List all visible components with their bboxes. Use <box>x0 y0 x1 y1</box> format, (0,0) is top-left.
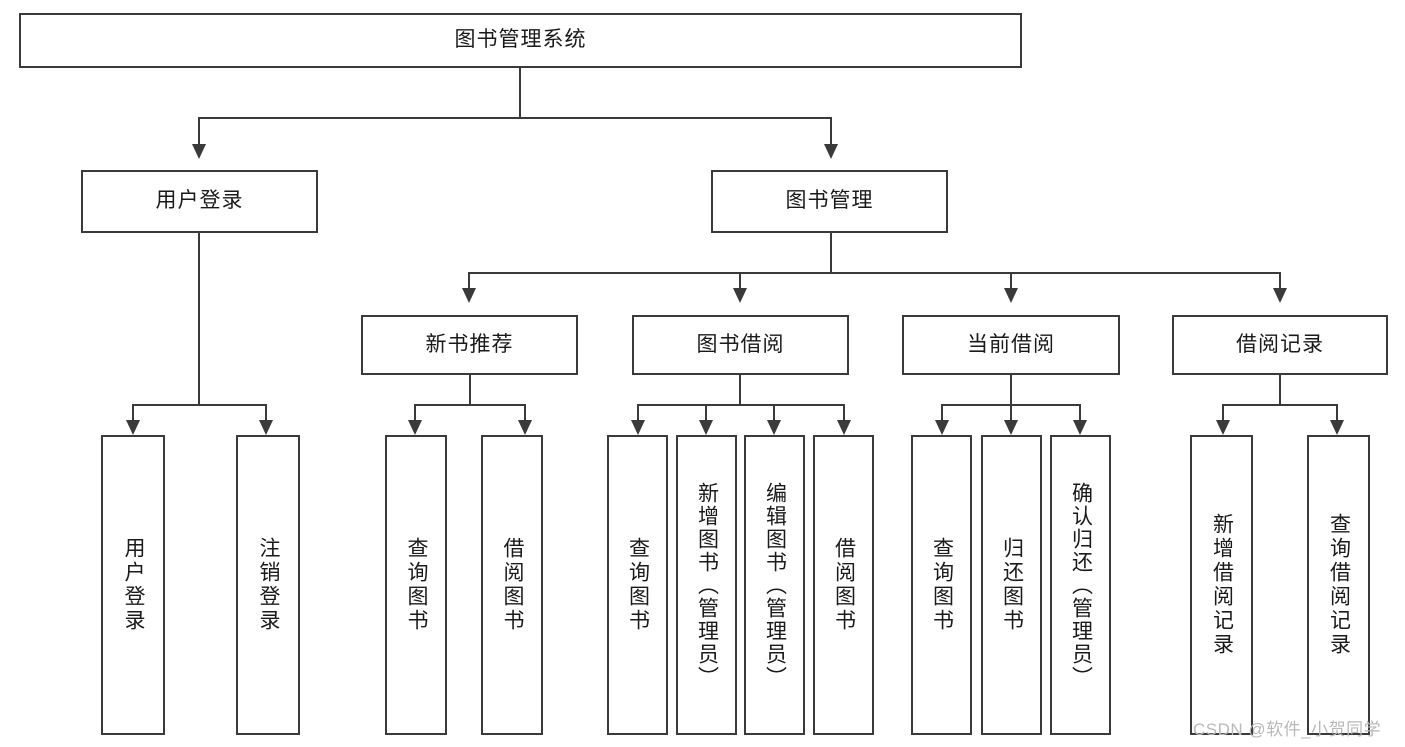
node-new-book-recommend[interactable]: 新书推荐 <box>361 315 578 375</box>
connector-new-book-leaf2 <box>524 404 526 422</box>
arrowhead-leaf-query-book-2 <box>631 420 645 435</box>
leaf-add-borrow-record[interactable]: 新增借阅记录 <box>1190 435 1253 735</box>
arrowhead-user-login <box>192 144 206 159</box>
leaf-label: 借阅图书 <box>832 537 856 633</box>
connector-current-borrow-leaf3 <box>1079 404 1081 422</box>
leaf-add-book-admin[interactable]: 新增图书（管理员） <box>676 435 737 735</box>
arrowhead-leaf-query-book-3 <box>935 420 949 435</box>
leaf-label: 查询借阅记录 <box>1327 513 1351 657</box>
arrowhead-leaf-edit-book <box>767 420 781 435</box>
arrowhead-leaf-user-login <box>126 420 140 435</box>
arrowhead-leaf-logout <box>259 420 273 435</box>
arrowhead-book-mgmt <box>824 144 838 159</box>
arrowhead-leaf-add-book <box>699 420 713 435</box>
leaf-return-book[interactable]: 归还图书 <box>981 435 1042 735</box>
leaf-label: 编辑图书（管理员） <box>763 481 787 689</box>
connector-new-book-bus <box>414 404 526 406</box>
leaf-query-book-recommend[interactable]: 查询图书 <box>385 435 447 735</box>
node-current-borrow[interactable]: 当前借阅 <box>902 315 1120 375</box>
connector-new-book-leaf1 <box>414 404 416 422</box>
arrowhead-leaf-query-record <box>1330 420 1344 435</box>
arrowhead-leaf-add-record <box>1216 420 1230 435</box>
node-label: 用户登录 <box>155 189 244 213</box>
leaf-label: 确认归还（管理员） <box>1069 481 1093 689</box>
arrowhead-current-borrow <box>1004 288 1018 303</box>
connector-root-bus <box>198 117 832 119</box>
connector-user-login-stem <box>198 233 200 405</box>
leaf-label: 新增借阅记录 <box>1210 513 1234 657</box>
arrowhead-leaf-return-book <box>1004 420 1018 435</box>
connector-user-login-bus <box>132 404 266 406</box>
leaf-confirm-return-admin[interactable]: 确认归还（管理员） <box>1050 435 1111 735</box>
connector-drop-book-borrow <box>739 272 741 290</box>
connector-borrow-record-leaf2 <box>1336 404 1338 422</box>
leaf-label: 用户登录 <box>122 537 146 633</box>
leaf-label: 注销登录 <box>257 537 281 633</box>
connector-book-borrow-leaf3 <box>773 404 775 422</box>
leaf-user-login[interactable]: 用户登录 <box>101 435 165 735</box>
arrowhead-borrow-record <box>1273 288 1287 303</box>
leaf-borrow-book[interactable]: 借阅图书 <box>813 435 874 735</box>
leaf-label: 查询图书 <box>405 537 429 633</box>
node-root-system[interactable]: 图书管理系统 <box>19 13 1022 68</box>
connector-book-mgmt-stem <box>830 233 832 273</box>
leaf-query-borrow-record[interactable]: 查询借阅记录 <box>1307 435 1370 735</box>
connector-borrow-record-bus <box>1222 404 1338 406</box>
arrowhead-leaf-borrow-book-2 <box>837 420 851 435</box>
node-label: 图书借阅 <box>696 332 785 356</box>
arrowhead-leaf-query-book-1 <box>408 420 422 435</box>
connector-borrow-record-stem <box>1279 375 1281 405</box>
connector-book-borrow-leaf1 <box>637 404 639 422</box>
arrowhead-leaf-confirm-return <box>1073 420 1087 435</box>
connector-current-borrow-leaf1 <box>941 404 943 422</box>
leaf-label: 归还图书 <box>1000 537 1024 633</box>
leaf-borrow-book-recommend[interactable]: 借阅图书 <box>481 435 543 735</box>
node-user-login[interactable]: 用户登录 <box>81 170 318 233</box>
connector-drop-borrow-record <box>1279 272 1281 290</box>
node-label: 图书管理 <box>785 189 874 213</box>
connector-user-login-leaf1 <box>132 404 134 422</box>
connector-current-borrow-stem <box>1010 375 1012 405</box>
connector-current-borrow-leaf2 <box>1010 404 1012 422</box>
node-book-borrow[interactable]: 图书借阅 <box>632 315 849 375</box>
leaf-edit-book-admin[interactable]: 编辑图书（管理员） <box>744 435 805 735</box>
arrowhead-book-borrow <box>733 288 747 303</box>
connector-user-login-leaf2 <box>265 404 267 422</box>
node-label: 当前借阅 <box>967 332 1055 356</box>
connector-drop-user-login <box>198 117 200 145</box>
node-label: 图书管理系统 <box>454 28 587 52</box>
connector-borrow-record-leaf1 <box>1222 404 1224 422</box>
connector-drop-current-borrow <box>1010 272 1012 290</box>
connector-drop-new-book <box>468 272 470 290</box>
connector-book-borrow-stem <box>739 375 741 405</box>
arrowhead-leaf-borrow-book-1 <box>518 420 532 435</box>
connector-level3-bus <box>468 272 1280 274</box>
connector-drop-book-mgmt <box>830 117 832 145</box>
node-borrow-record[interactable]: 借阅记录 <box>1172 315 1388 375</box>
leaf-logout[interactable]: 注销登录 <box>236 435 300 735</box>
leaf-label: 查询图书 <box>626 537 650 633</box>
connector-book-borrow-leaf2 <box>705 404 707 422</box>
node-book-management[interactable]: 图书管理 <box>711 170 948 233</box>
node-label: 新书推荐 <box>425 332 514 356</box>
connector-new-book-stem <box>469 375 471 405</box>
connector-book-borrow-bus <box>637 404 845 406</box>
connector-root-stem <box>519 68 521 117</box>
watermark-credit: CSDN @软件_小贺同学 <box>1193 720 1382 739</box>
leaf-label: 查询图书 <box>930 537 954 633</box>
arrowhead-new-book-recommend <box>462 288 476 303</box>
connector-book-borrow-leaf4 <box>843 404 845 422</box>
leaf-label: 借阅图书 <box>501 537 525 633</box>
leaf-query-book-borrow[interactable]: 查询图书 <box>607 435 668 735</box>
node-label: 借阅记录 <box>1236 332 1324 356</box>
leaf-label: 新增图书（管理员） <box>695 481 719 689</box>
leaf-query-book-current[interactable]: 查询图书 <box>911 435 972 735</box>
